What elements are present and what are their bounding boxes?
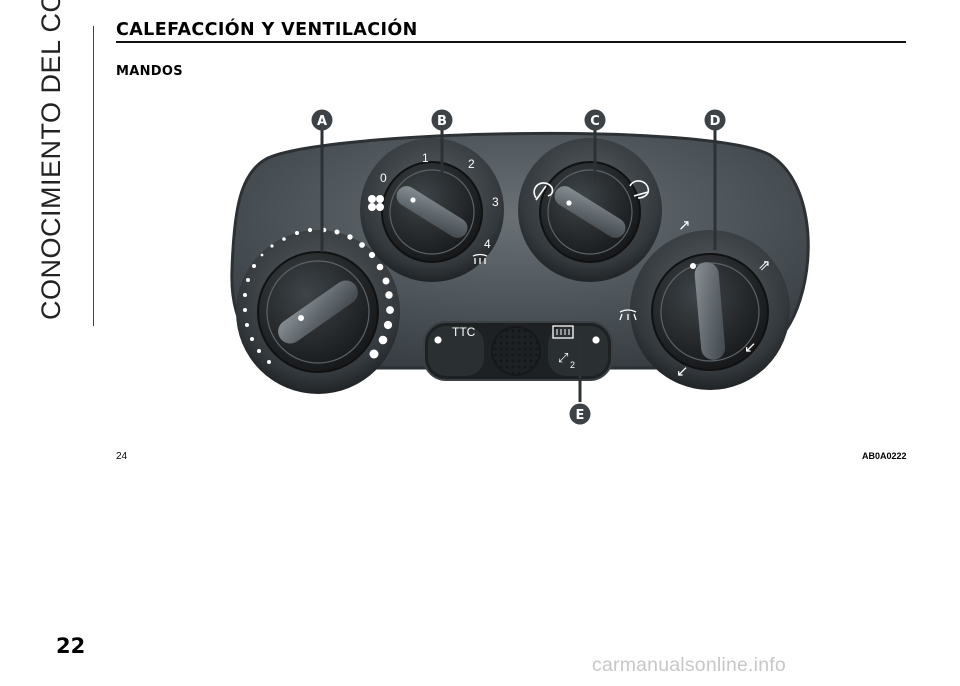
temperature-knob[interactable] bbox=[236, 230, 400, 394]
callout-lines bbox=[320, 129, 717, 402]
air-distribution-knob[interactable] bbox=[630, 230, 790, 390]
temperature-scale-dots bbox=[243, 227, 394, 364]
fan-speed-knob[interactable] bbox=[360, 138, 504, 282]
defrost-icon bbox=[472, 253, 488, 264]
callout-D: D bbox=[704, 109, 726, 131]
fan-level-0: 0 bbox=[380, 171, 387, 185]
mirror-defrost-icon: ⤢ bbox=[558, 351, 568, 366]
ttc-label: TTC bbox=[452, 325, 476, 339]
callout-A: A bbox=[311, 109, 333, 131]
rear-window-heater-icon bbox=[552, 325, 574, 339]
windscreen-defrost-icon bbox=[619, 309, 637, 321]
recirculation-icon bbox=[533, 182, 554, 201]
side-divider bbox=[93, 26, 94, 326]
callout-B: B bbox=[431, 109, 453, 131]
rear-window-heater-button[interactable]: ⤢ 2 bbox=[552, 325, 600, 370]
air-to-face-feet-icon: ⇗ bbox=[758, 256, 771, 274]
page-number: 22 bbox=[56, 634, 86, 658]
callout-E: E bbox=[569, 403, 591, 425]
air-to-feet-windscreen-icon: ↙ bbox=[676, 362, 689, 380]
recirculation-knob[interactable] bbox=[518, 138, 662, 282]
fan-level-1: 1 bbox=[422, 151, 429, 165]
air-to-face-icon: ↗ bbox=[678, 216, 691, 234]
figure-code: AB0A0222 bbox=[862, 451, 907, 461]
page-subtitle: MANDOS bbox=[116, 64, 183, 79]
fan-level-2: 2 bbox=[468, 157, 475, 171]
side-tab: CONOCIMIENTO DEL COCHE bbox=[0, 0, 96, 686]
fresh-air-icon bbox=[629, 180, 650, 199]
figure-reference: 24 bbox=[116, 451, 128, 462]
fan-level-4: 4 bbox=[484, 237, 491, 251]
svg-text:A: A bbox=[317, 114, 327, 129]
svg-text:B: B bbox=[437, 114, 447, 129]
title-divider bbox=[116, 41, 906, 43]
svg-text:E: E bbox=[576, 408, 585, 423]
svg-text:C: C bbox=[590, 114, 600, 129]
section-title-vertical: CONOCIMIENTO DEL COCHE bbox=[36, 0, 66, 320]
fan-icon bbox=[368, 195, 384, 211]
page-title: CALEFACCIÓN Y VENTILACIÓN bbox=[116, 20, 418, 40]
air-to-feet-icon: ↙ bbox=[744, 338, 757, 356]
watermark: carmanualsonline.info bbox=[592, 654, 786, 676]
svg-text:D: D bbox=[710, 114, 721, 129]
ttc-button[interactable]: TTC bbox=[434, 325, 476, 344]
heating-controls-figure: 0 1 2 3 4 ↗ ⇗ ↙ ↙ bbox=[230, 109, 810, 425]
fan-level-3: 3 bbox=[492, 195, 499, 209]
mirror-defrost-badge: 2 bbox=[570, 360, 575, 370]
callout-C: C bbox=[584, 109, 606, 131]
